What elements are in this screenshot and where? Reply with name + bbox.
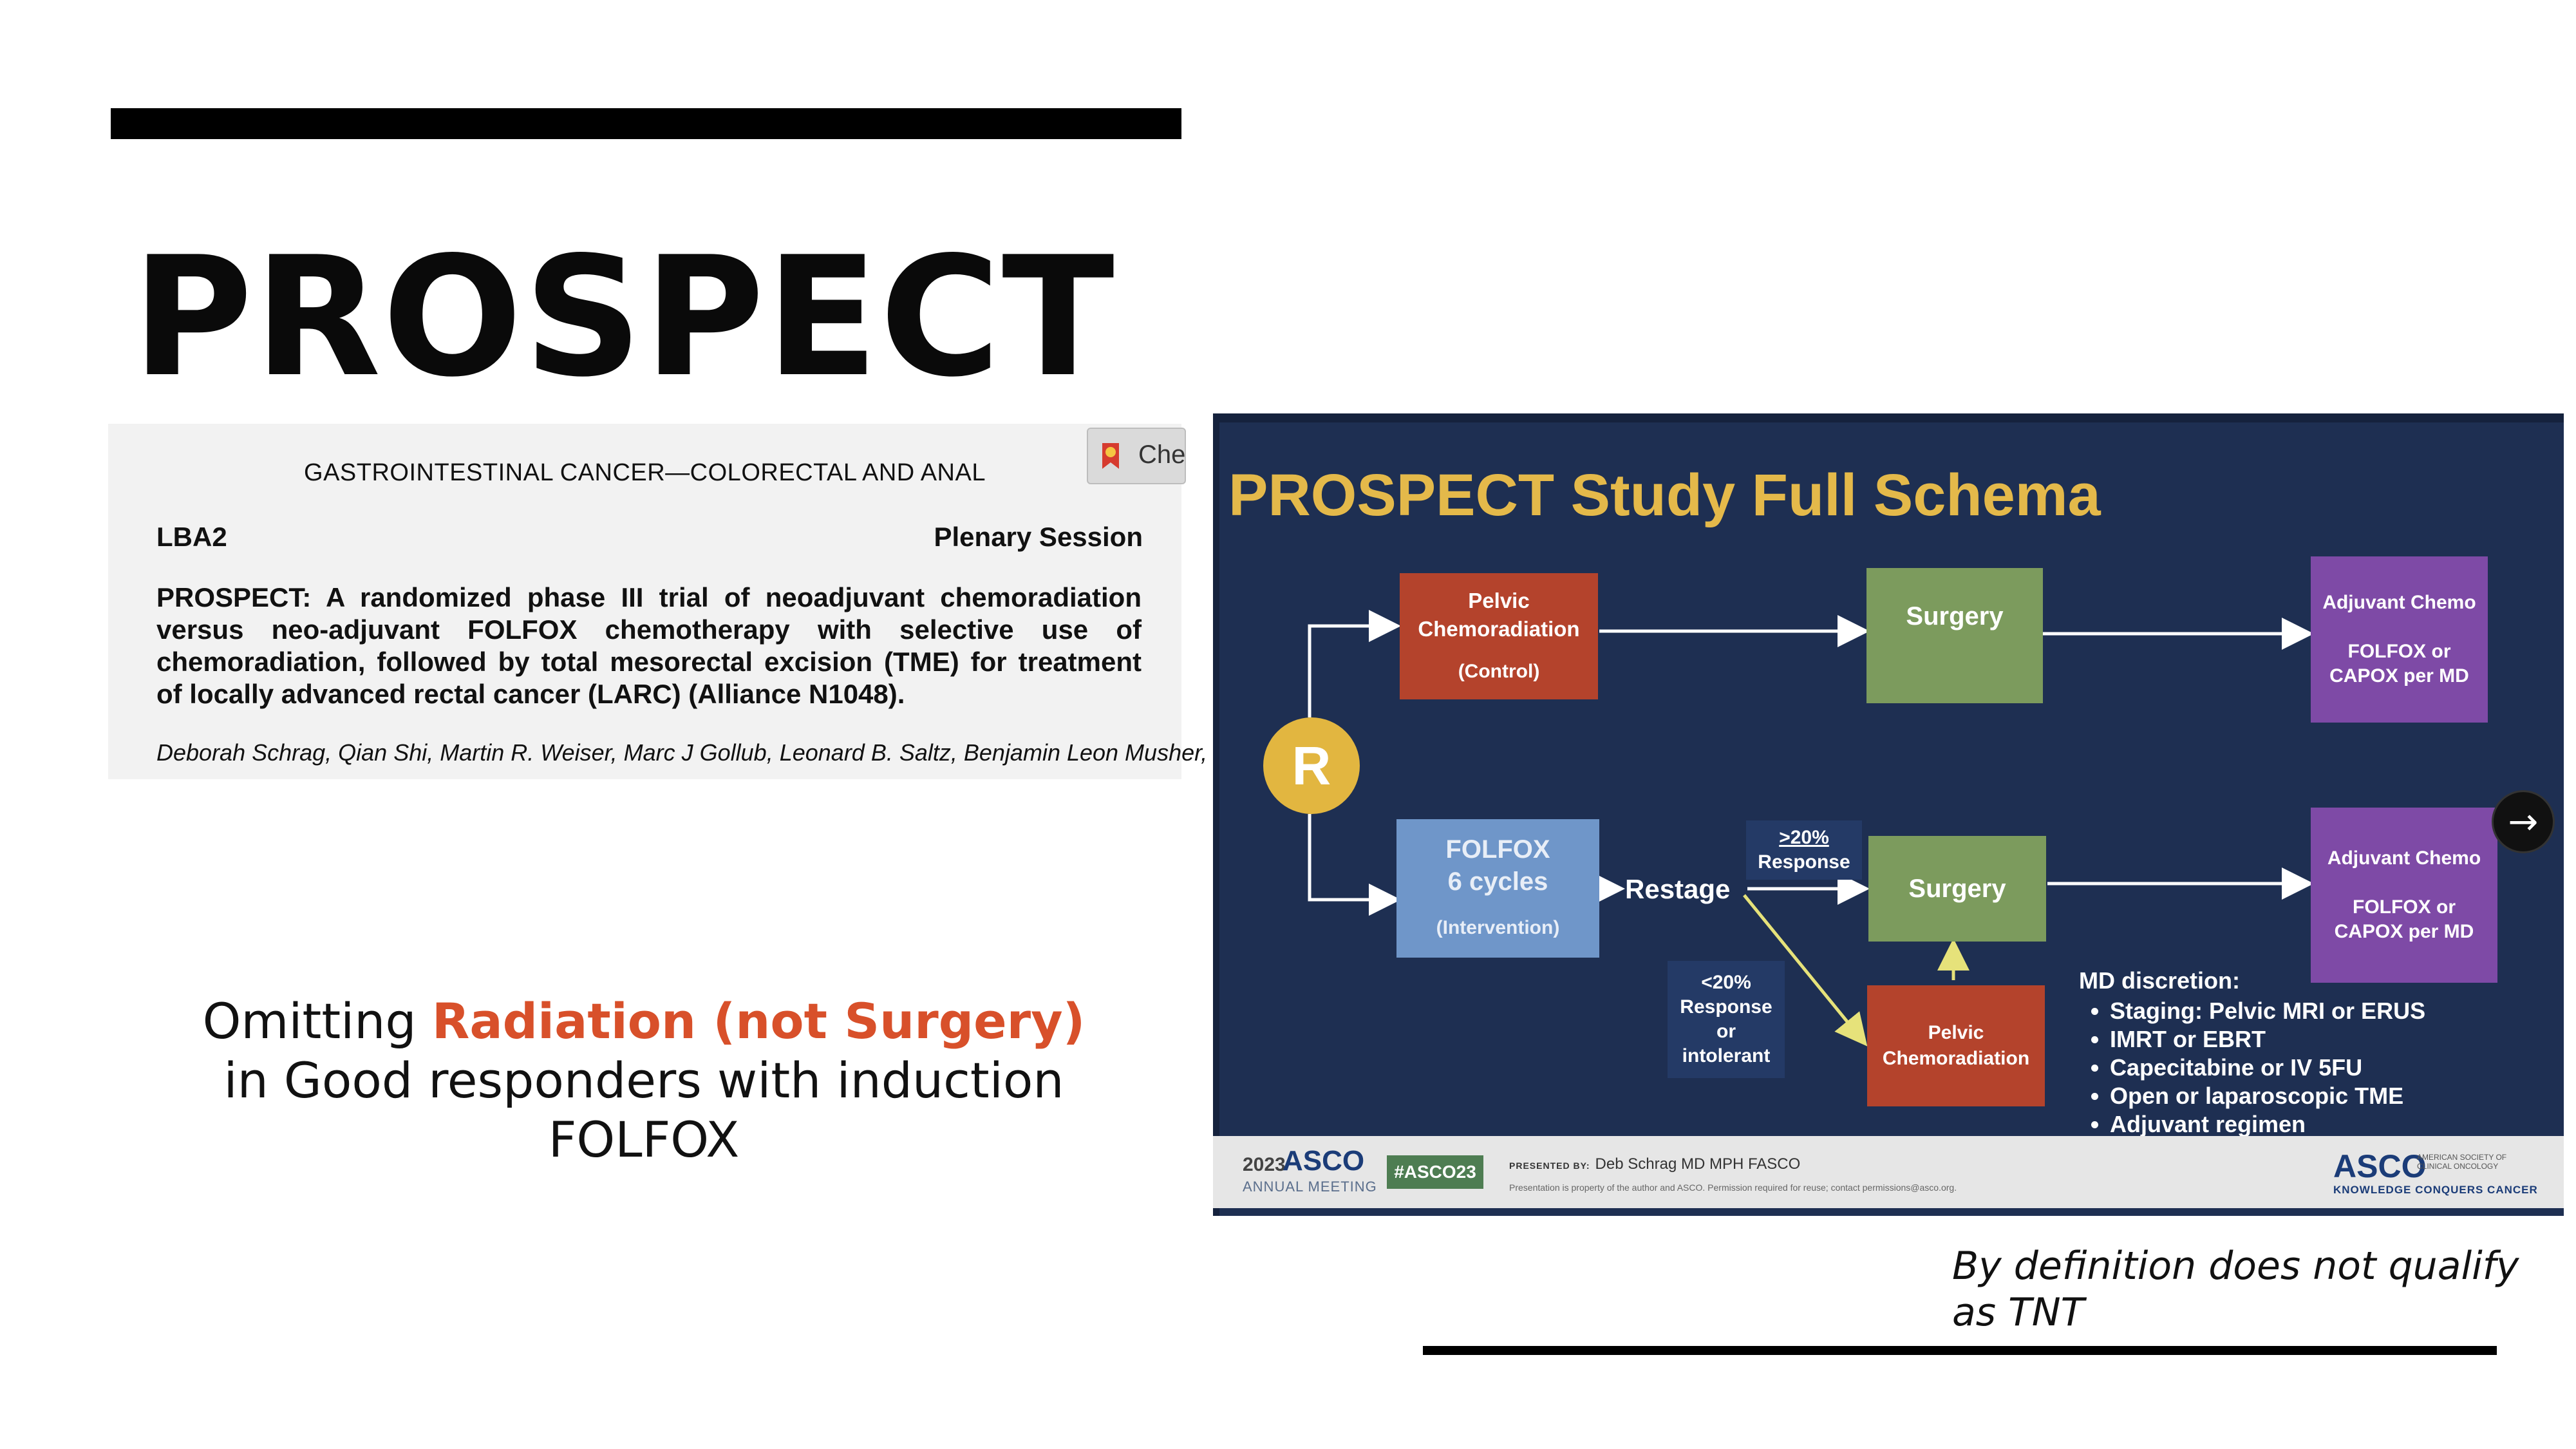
omission-caption: Omitting Radiation (not Surgery) in Good… xyxy=(193,992,1095,1170)
top-rule xyxy=(111,108,1181,139)
folfox-intervention-box: FOLFOX 6 cycles (Intervention) xyxy=(1396,819,1599,958)
asco-tagline: KNOWLEDGE CONQUERS CANCER xyxy=(2333,1184,2538,1196)
list-item: Capecitabine or IV 5FU xyxy=(2110,1054,2425,1082)
tnt-note: By definition does not qualify as TNT xyxy=(1952,1244,2519,1335)
box-line: FOLFOX or xyxy=(2347,641,2451,662)
control-surgery-box: Surgery xyxy=(1866,568,2043,703)
md-discretion-list: MD discretion: Staging: Pelvic MRI or ER… xyxy=(2079,967,2425,1139)
box-line: 6 cycles xyxy=(1447,867,1548,896)
slide-footer: 2023 ASCO ANNUAL MEETING #ASCO23 PRESENT… xyxy=(1213,1136,2564,1208)
bottom-rule xyxy=(1423,1346,2497,1355)
box-line: (Control) xyxy=(1458,661,1540,682)
asco-logo: ASCO xyxy=(2333,1148,2427,1184)
box-line: FOLFOX xyxy=(1445,835,1550,864)
good-response-label: >20% Response xyxy=(1746,820,1862,880)
hashtag-badge: #ASCO23 xyxy=(1387,1155,1483,1189)
box-line: or xyxy=(1716,1021,1736,1042)
md-discretion-title: MD discretion: xyxy=(2079,967,2241,994)
list-item: Staging: Pelvic MRI or ERUS xyxy=(2110,997,2425,1025)
abstract-section: GASTROINTESTINAL CANCER—COLORECTAL AND A… xyxy=(304,459,986,486)
list-item: Open or laparoscopic TME xyxy=(2110,1082,2425,1110)
abstract-clipping: GASTROINTESTINAL CANCER—COLORECTAL AND A… xyxy=(108,424,1208,779)
box-line: Chemoradiation xyxy=(1882,1048,2030,1069)
box-line: Response xyxy=(1758,851,1850,873)
asco-logo-subtitle: AMERICAN SOCIETY OF CLINICAL ONCOLOGY xyxy=(2417,1153,2506,1171)
check-for-updates-badge[interactable]: Chec xyxy=(1087,428,1186,484)
arrow-restage-chemoradiation xyxy=(1743,894,1868,1046)
arrow-to-intervention xyxy=(1308,814,1401,916)
intervention-chemoradiation-box: Pelvic Chemoradiation xyxy=(1867,985,2045,1106)
arrow-to-control xyxy=(1308,610,1401,717)
next-slide-button[interactable]: → xyxy=(2492,790,2555,853)
presented-by-label: PRESENTED BY: xyxy=(1509,1160,1590,1171)
check-label: Chec xyxy=(1138,440,1186,469)
logo-sub-line: CLINICAL ONCOLOGY xyxy=(2417,1162,2499,1171)
study-schema-slide: PROSPECT Study Full Schema R Pelvic Chem… xyxy=(1213,413,2564,1216)
abstract-authors: Deborah Schrag, Qian Shi, Martin R. Weis… xyxy=(156,739,1208,766)
intervention-surgery-box: Surgery xyxy=(1868,836,2046,942)
box-line: Pelvic xyxy=(1928,1022,1984,1043)
meeting-year: 2023 xyxy=(1243,1154,1286,1175)
box-line: CAPOX per MD xyxy=(2334,921,2474,942)
box-line: (Intervention) xyxy=(1436,916,1560,938)
box-line: CAPOX per MD xyxy=(2329,665,2469,687)
box-line: Surgery xyxy=(1906,601,2004,630)
bookmark-icon xyxy=(1102,443,1119,469)
slide-title: PROSPECT Study Full Schema xyxy=(1228,462,2101,528)
page-title: PROSPECT xyxy=(132,222,1116,413)
box-line: intolerant xyxy=(1682,1045,1771,1066)
caption-prefix: Omitting xyxy=(202,992,432,1050)
control-chemoradiation-box: Pelvic Chemoradiation (Control) xyxy=(1400,573,1598,699)
caption-highlight: Radiation (not Surgery) xyxy=(431,992,1086,1050)
box-line: Chemoradiation xyxy=(1418,617,1580,641)
slide-edge xyxy=(1213,413,2564,422)
randomization-circle: R xyxy=(1263,717,1360,814)
meeting-logo: ASCO xyxy=(1283,1145,1365,1177)
box-line: Surgery xyxy=(1908,874,2006,903)
box-line: <20% xyxy=(1701,972,1751,993)
list-item: Adjuvant regimen xyxy=(2110,1110,2425,1139)
box-line: >20% xyxy=(1779,827,1829,848)
presenter-line: PRESENTED BY: Deb Schrag MD MPH FASCO xyxy=(1509,1155,1800,1173)
box-line: Adjuvant Chemo xyxy=(2327,848,2481,869)
box-line: Response xyxy=(1680,996,1772,1018)
control-adjuvant-box: Adjuvant Chemo FOLFOX or CAPOX per MD xyxy=(2311,556,2488,723)
list-item: IMRT or EBRT xyxy=(2110,1025,2425,1054)
arrow-right-icon: → xyxy=(2508,800,2539,843)
intervention-adjuvant-box: Adjuvant Chemo FOLFOX or CAPOX per MD xyxy=(2311,808,2497,983)
box-line: Adjuvant Chemo xyxy=(2322,592,2476,613)
caption-suffix: in Good responders with induction FOLFOX xyxy=(223,1052,1064,1168)
box-line: FOLFOX or xyxy=(2353,896,2456,918)
presenter-name: Deb Schrag MD MPH FASCO xyxy=(1595,1155,1801,1173)
restage-label: Restage xyxy=(1625,874,1731,904)
abstract-session: Plenary Session xyxy=(934,522,1143,552)
slide-edge xyxy=(1213,413,1219,1216)
schema-arrows xyxy=(1308,610,2314,1046)
poor-response-label: <20% Response or intolerant xyxy=(1668,961,1785,1078)
abstract-id: LBA2 xyxy=(156,522,227,552)
md-discretion-items: Staging: Pelvic MRI or ERUS IMRT or EBRT… xyxy=(2079,997,2425,1139)
box-line: Pelvic xyxy=(1468,589,1530,612)
meeting-subtitle: ANNUAL MEETING xyxy=(1243,1179,1377,1195)
abstract-heading: PROSPECT: A randomized phase III trial o… xyxy=(156,582,1142,709)
copyright-notice: Presentation is property of the author a… xyxy=(1509,1182,1957,1193)
logo-sub-line: AMERICAN SOCIETY OF xyxy=(2417,1153,2507,1162)
